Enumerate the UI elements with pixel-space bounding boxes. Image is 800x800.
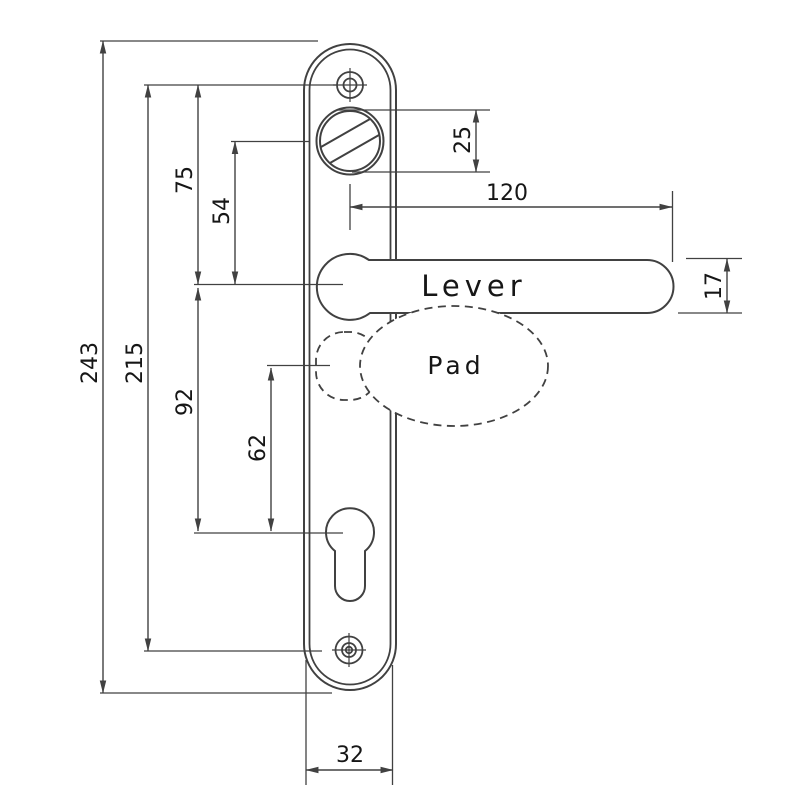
thumbturn-slot-line <box>320 118 371 148</box>
dimension-label-lever-length: 120 <box>486 181 528 206</box>
pad-label: Pad <box>427 351 484 380</box>
dimension-label-overall-height: 243 <box>78 342 103 384</box>
dimension-label-lever-depth: 17 <box>702 272 727 300</box>
dimension-overall-height: 243 <box>78 40 332 694</box>
euro-cylinder-profile <box>325 507 375 602</box>
dimension-plate-width: 32 <box>305 660 394 785</box>
dimension-label-handle-to-cylinder: 92 <box>173 388 198 416</box>
dimension-label-thumbturn-diameter: 25 <box>451 126 476 154</box>
dimension-label-fixing-centres: 215 <box>123 342 148 384</box>
dimension-handle-to-cylinder: 92 <box>173 287 202 532</box>
thumbturn-slot-line <box>329 134 380 164</box>
dimension-lever-depth: 17 <box>678 257 742 314</box>
dimension-label-plate-width: 32 <box>336 743 364 768</box>
pad-option <box>315 305 549 427</box>
dimension-screw-to-handle: 75 <box>173 84 202 285</box>
dimension-thumbturn-diameter: 25 <box>338 109 490 173</box>
dimension-thumbturn-to-handle: 54 <box>210 140 310 285</box>
thumbturn-outer-circle <box>315 106 385 176</box>
lever-handle-outline <box>315 252 675 321</box>
dimension-label-thumbturn-to-handle: 54 <box>210 197 235 225</box>
euro-cylinder-cutout <box>325 507 375 602</box>
dimension-fixing-centres: 215 <box>123 84 337 652</box>
bottom-screw-hole <box>332 633 366 667</box>
dimension-lever-length: 120 <box>349 181 674 262</box>
thumbturn-inner-circle <box>319 110 381 172</box>
dimension-label-screw-to-handle: 75 <box>173 166 198 194</box>
dimension-pad-to-cylinder: 62 <box>246 367 275 532</box>
lever-label: Lever <box>421 269 526 303</box>
thumbturn <box>315 106 385 176</box>
lever-handle <box>315 252 675 321</box>
pad-bubble-outline <box>359 305 549 427</box>
dimension-label-pad-to-cylinder: 62 <box>246 434 271 462</box>
